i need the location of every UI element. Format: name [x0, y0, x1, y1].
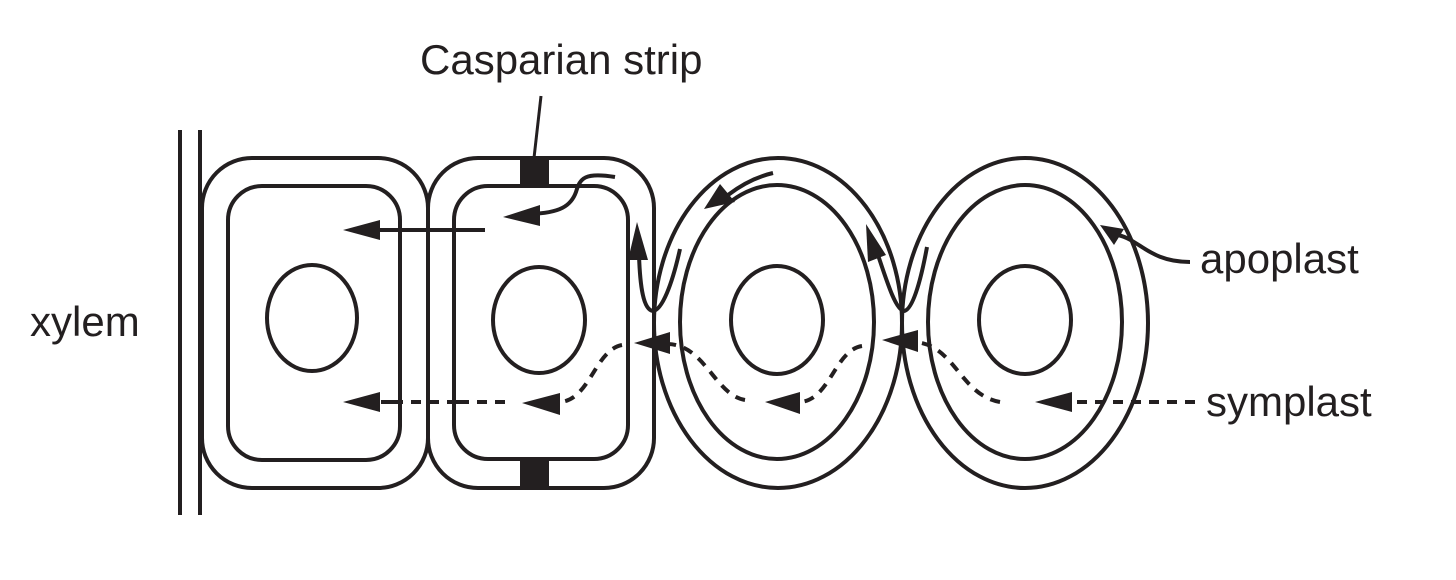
nucleus — [265, 263, 359, 373]
xylem-wall — [178, 130, 202, 515]
symplast-pathway — [343, 330, 1195, 415]
casparian-strip-leader — [532, 95, 543, 159]
nucleus — [729, 264, 825, 376]
symplast-label: symplast — [1206, 378, 1372, 425]
casparian-strip-bottom — [520, 458, 549, 490]
xylem-label: xylem — [30, 298, 140, 345]
cell-3 — [652, 156, 904, 490]
cell-4 — [900, 156, 1150, 490]
nucleus — [977, 264, 1073, 376]
cell-2-endodermis — [426, 156, 656, 490]
apoplast-label: apoplast — [1200, 235, 1359, 282]
nucleus — [491, 265, 587, 375]
casparian-strip-top — [520, 156, 549, 187]
cell-1 — [200, 156, 430, 490]
apoplast-pathway — [343, 171, 1191, 314]
casparian-strip-label: Casparian strip — [420, 36, 702, 83]
